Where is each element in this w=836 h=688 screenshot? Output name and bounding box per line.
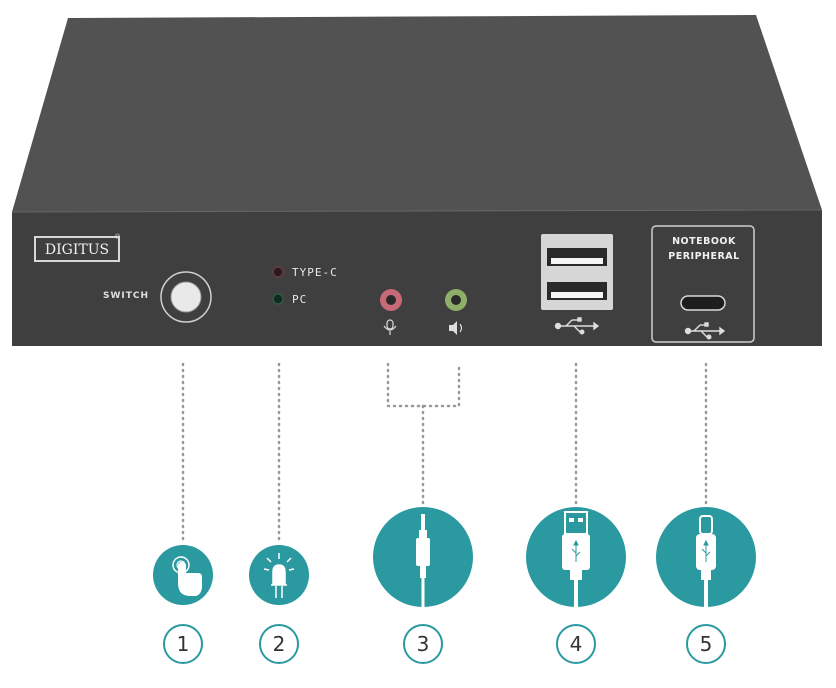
notebook-label-line1: NOTEBOOK (672, 236, 736, 247)
hand-touch-icon (172, 556, 202, 596)
usb-c-plug-icon (696, 515, 716, 607)
usb-symbol-icon (554, 317, 600, 335)
microphone-icon (383, 319, 397, 335)
leader-lines (181, 362, 708, 542)
brand-logo: DIGITUS (34, 236, 120, 262)
led-typec (272, 266, 284, 278)
switch-button[interactable] (170, 281, 202, 313)
callout-number-4: 4 (556, 624, 596, 664)
notebook-peripheral-label: NOTEBOOK PERIPHERAL (652, 234, 756, 264)
audio-jack-icon (416, 514, 430, 607)
notebook-peripheral-frame (651, 225, 755, 343)
callout-number-5: 5 (686, 624, 726, 664)
led-pc-label: PC (292, 293, 308, 306)
led-pc (272, 293, 284, 305)
callout-number-1: 1 (163, 624, 203, 664)
brand-trademark: ® (115, 234, 121, 241)
speaker-icon (449, 321, 463, 335)
switch-ring (160, 271, 212, 323)
usb-a-plug-icon (562, 511, 590, 607)
device-top (12, 15, 822, 212)
callout-number-3: 3 (403, 624, 443, 664)
callout-number-2: 2 (259, 624, 299, 664)
led-typec-label: TYPE-C (292, 266, 338, 279)
led-icon (263, 553, 295, 598)
switch-label: SWITCH (103, 291, 150, 301)
usb-c-port[interactable] (680, 295, 726, 311)
notebook-label-line2: PERIPHERAL (668, 251, 740, 262)
device-front (12, 210, 822, 346)
usb-symbol-icon (684, 322, 726, 340)
